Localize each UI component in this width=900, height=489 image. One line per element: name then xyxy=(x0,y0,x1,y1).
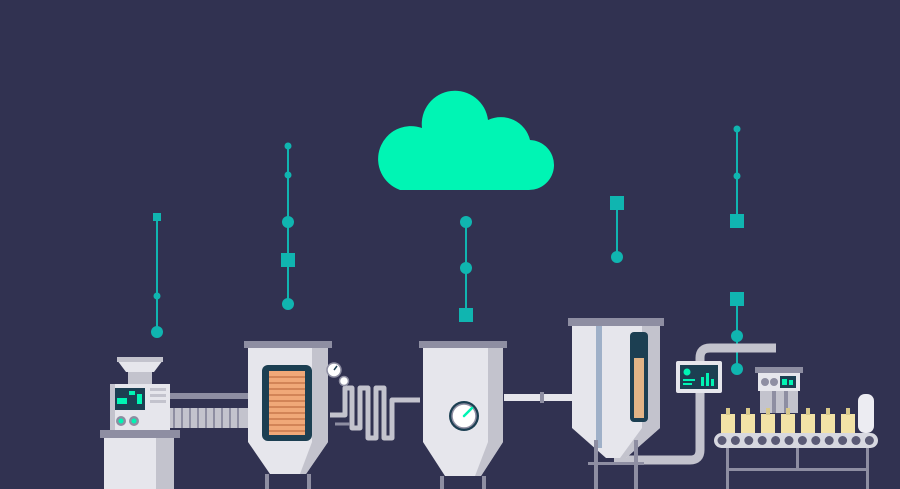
product-bottle xyxy=(741,408,755,433)
data-connector-1 xyxy=(151,213,163,338)
product-bottle xyxy=(821,408,835,433)
product-bottle xyxy=(841,408,855,433)
product-bottle xyxy=(781,408,795,433)
product-bottle xyxy=(721,408,735,433)
pressure-gauge-icon xyxy=(449,401,479,431)
product-bottle xyxy=(801,408,815,433)
grinder-machine-icon xyxy=(100,357,180,489)
heat-exchanger-icon xyxy=(244,341,350,489)
data-connector-2 xyxy=(281,142,295,310)
conveyor-roller xyxy=(797,436,807,445)
data-connector-4 xyxy=(610,196,624,263)
conveyor-roller xyxy=(717,436,727,445)
product-bottle-tall xyxy=(858,394,874,433)
cloud-icon xyxy=(378,90,555,191)
conveyor-roller xyxy=(730,436,740,445)
conveyor-roller xyxy=(851,436,861,445)
conveyor-roller xyxy=(811,436,821,445)
data-connector-3 xyxy=(459,216,473,322)
pipe-silo-to-bottler xyxy=(614,343,776,465)
pipe-tank-to-silo xyxy=(504,392,574,403)
conveyor-roller xyxy=(824,436,834,445)
coil-pipe xyxy=(330,385,420,441)
conveyor-roller xyxy=(864,436,874,445)
fermentation-tank-icon xyxy=(419,341,507,489)
conveyor-roller xyxy=(838,436,848,445)
conveyor-belt-icon xyxy=(714,394,878,489)
conveyor-roller xyxy=(744,436,754,445)
pipe-grinder-to-exchanger xyxy=(168,393,248,428)
conveyor-roller xyxy=(771,436,781,445)
storage-silo-icon xyxy=(568,318,664,489)
bottling-machine-icon xyxy=(755,367,803,413)
conveyor-roller xyxy=(757,436,767,445)
conveyor-roller xyxy=(784,436,794,445)
dashboard-screen-icon xyxy=(676,361,722,393)
product-bottle xyxy=(761,408,775,433)
data-connector-5 xyxy=(730,125,744,375)
